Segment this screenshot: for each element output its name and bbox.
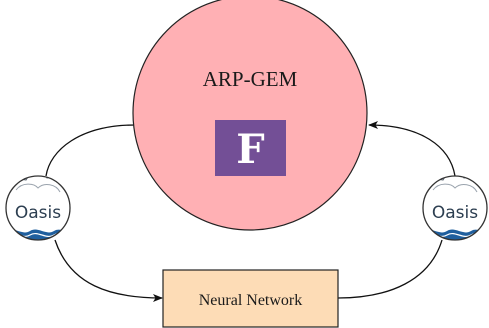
oasis-coupler-right: Oasis (422, 175, 488, 241)
connector-right-coupler-to-model (368, 121, 456, 177)
connector-left-coupler-to-network (54, 239, 163, 302)
neural-network-node: Neural Network (162, 269, 339, 328)
model-node: ARP-GEM F (132, 0, 368, 231)
connector-network-to-right-coupler (337, 239, 443, 299)
connector-model-to-left-coupler (45, 124, 136, 177)
model-title: ARP-GEM (203, 67, 298, 91)
neural-network-label: Neural Network (199, 292, 303, 309)
oasis-coupler-left: Oasis (5, 175, 71, 241)
oasis-logo-label-right: Oasis (432, 203, 478, 223)
fortran-logo-letter: F (236, 126, 264, 173)
oasis-logo-label-left: Oasis (15, 203, 61, 223)
model-circle (132, 0, 368, 231)
neural-network-box (162, 269, 339, 328)
fortran-logo-icon: F (215, 120, 286, 176)
